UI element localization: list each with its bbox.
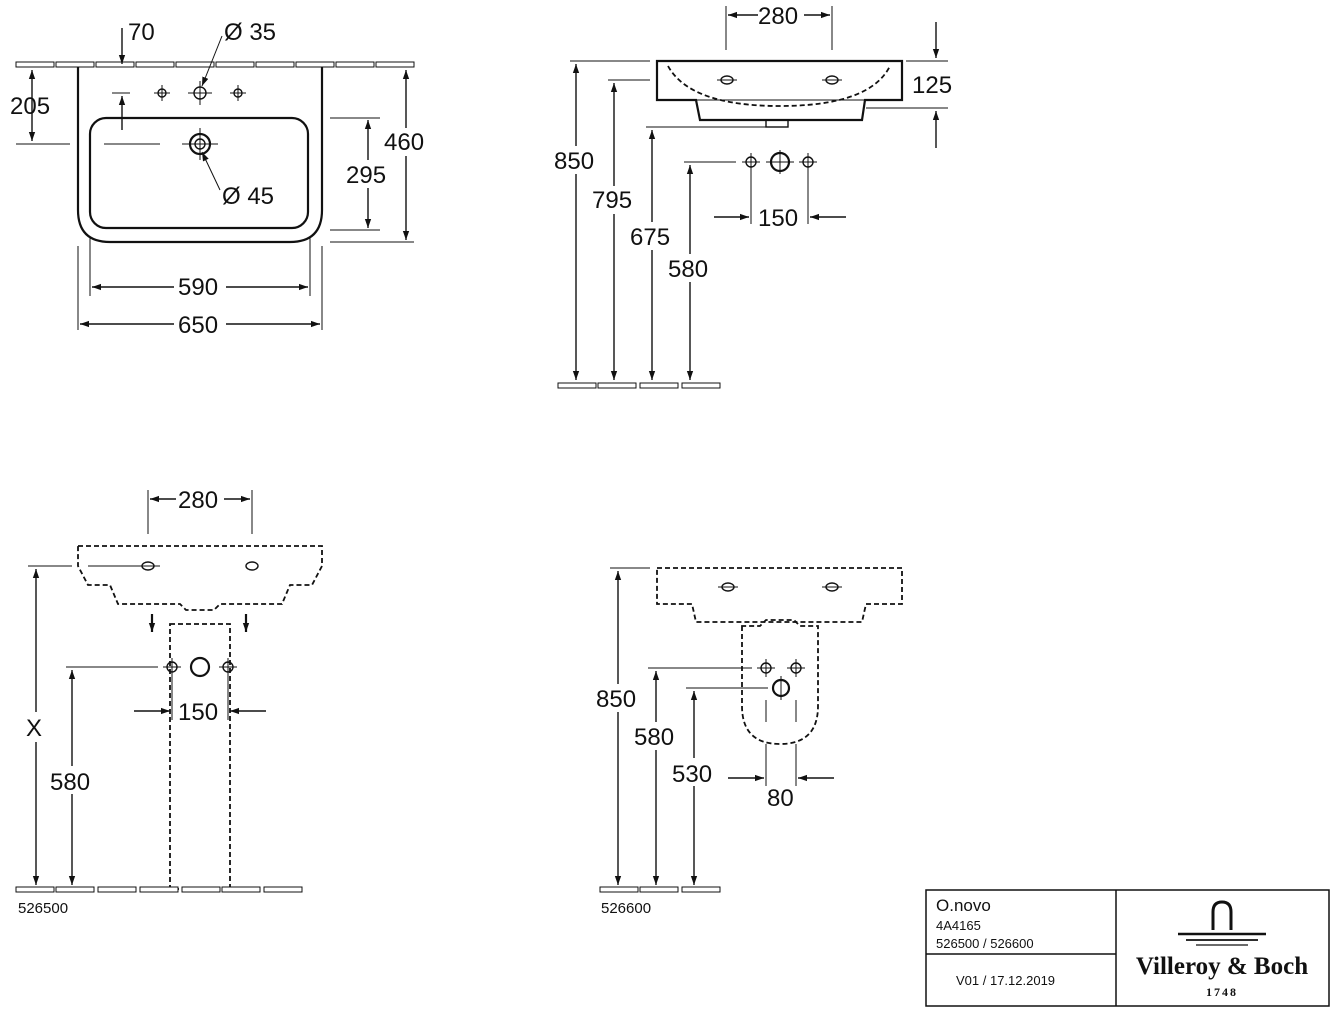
- dim-pedestal-supply-spacing: 150: [178, 699, 218, 726]
- side-view: 280 125 850 795 675 580: [552, 3, 952, 389]
- dim-semi-waste-width: 80: [767, 785, 794, 812]
- wall-strip-top-view: [15, 61, 415, 68]
- title-block: O.novo 4A4165 526500 / 526600 V01 / 17.1…: [925, 889, 1330, 1007]
- dim-side-rim-height: 850: [554, 148, 594, 175]
- pedestal-view: 280 150 X: [15, 487, 323, 917]
- brand-name: Villeroy & Boch: [1136, 953, 1308, 980]
- dim-tap-offset: 70: [128, 19, 155, 46]
- version-date: V01 / 17.12.2019: [956, 973, 1055, 988]
- top-view: Ø 35 Ø 45 70 205 295 460 590: [10, 19, 432, 339]
- product-code: 4A4165: [936, 918, 981, 933]
- article-526500: 526500: [18, 900, 68, 917]
- basin-front-view: [655, 59, 904, 122]
- semi-pedestal-supply-icon: [757, 659, 805, 700]
- pedestal-outline: [169, 623, 231, 890]
- dim-width: 650: [178, 312, 218, 339]
- article-numbers: 526500 / 526600: [936, 936, 1034, 951]
- supply-connection-icon: [742, 150, 817, 174]
- dim-tap-depth: 205: [10, 93, 50, 120]
- fixing-hole-icon: [717, 75, 842, 85]
- dim-drain-hole: Ø 45: [222, 183, 274, 210]
- dim-bowl-width: 590: [178, 274, 218, 301]
- drain-hole-icon: [182, 128, 218, 160]
- dim-side-height-top: 125: [912, 72, 952, 99]
- dim-side-675: 675: [630, 224, 670, 251]
- pedestal-supply-icon: [163, 656, 237, 678]
- floor-strip-pedestal: [15, 886, 303, 893]
- floor-strip-side-view: [557, 382, 721, 389]
- semi-pedestal-view: 80 850 580 530 526600: [594, 567, 903, 917]
- dim-pedestal-supply-height: 580: [50, 769, 90, 796]
- dim-pedestal-x: X: [26, 715, 42, 742]
- dim-depth: 460: [384, 129, 424, 156]
- dim-pedestal-fix-spacing: 280: [178, 487, 218, 514]
- floor-strip-semi: [599, 886, 721, 893]
- tap-logo-icon: [1178, 900, 1266, 946]
- basin-bowl: [88, 116, 310, 230]
- dim-bowl-depth: 295: [346, 162, 386, 189]
- dim-side-supply-spacing: 150: [758, 205, 798, 232]
- dim-tap-hole: Ø 35: [224, 19, 276, 46]
- product-name: O.novo: [936, 896, 991, 915]
- dim-semi-rim-height: 850: [596, 686, 636, 713]
- article-526600: 526600: [601, 900, 651, 917]
- dim-side-795: 795: [592, 187, 632, 214]
- brand-year: 1748: [1206, 985, 1238, 999]
- dim-side-supply-height: 580: [668, 256, 708, 283]
- dim-semi-waste-height: 530: [672, 761, 712, 788]
- dim-semi-supply-height: 580: [634, 724, 674, 751]
- basin-outline: [76, 67, 324, 244]
- dim-side-fix-spacing: 280: [758, 3, 798, 30]
- semi-pedestal-outline: [741, 619, 819, 745]
- tap-hole-icon: [154, 81, 246, 105]
